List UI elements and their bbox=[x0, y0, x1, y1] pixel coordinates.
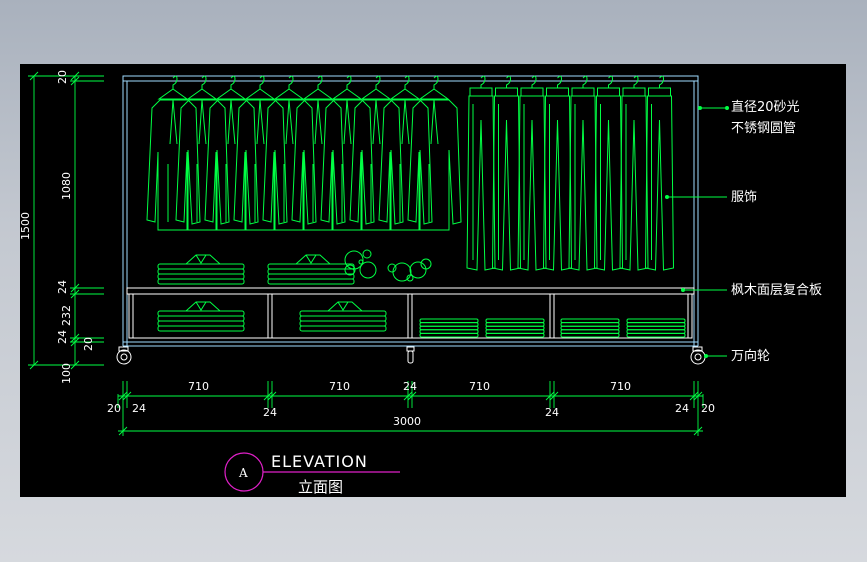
trousers-item bbox=[491, 75, 522, 271]
jacket bbox=[407, 75, 462, 231]
maple-board-cabinet bbox=[126, 287, 695, 339]
dim-bottom-20: 20 bbox=[82, 337, 95, 351]
horizontal-dimensions bbox=[117, 381, 704, 436]
folded-shirt-stack bbox=[157, 254, 245, 285]
hanging-jackets bbox=[146, 75, 462, 231]
dim-right-20: 20 bbox=[701, 402, 715, 415]
dim-bay-2: 710 bbox=[329, 380, 350, 393]
dim-div-24-1: 24 bbox=[263, 406, 277, 419]
note-maple-board: 枫木面层复合板 bbox=[731, 283, 822, 298]
folded-stack bbox=[485, 318, 545, 338]
dim-left-24: 24 bbox=[132, 402, 146, 415]
title-elevation: ELEVATION bbox=[271, 452, 368, 471]
dim-mid-24: 24 bbox=[403, 380, 417, 393]
note-clothing: 服饰 bbox=[731, 190, 757, 205]
note-castor: 万向轮 bbox=[731, 348, 770, 364]
rack-frame bbox=[122, 75, 699, 347]
drawing-title: A ELEVATION 立面图 bbox=[224, 452, 400, 496]
dim-bay-1: 710 bbox=[188, 380, 209, 393]
trousers-item bbox=[568, 75, 598, 271]
trousers-item bbox=[517, 75, 547, 271]
trousers-item bbox=[644, 75, 675, 271]
trousers-item bbox=[542, 75, 573, 271]
title-chinese: 立面图 bbox=[298, 478, 343, 496]
trousers-item bbox=[466, 75, 496, 271]
dim-shelf-24: 24 bbox=[56, 280, 69, 294]
castor-left bbox=[116, 346, 132, 365]
dim-hang-1080: 1080 bbox=[60, 172, 73, 200]
folded-shirt-stack bbox=[299, 301, 387, 332]
folded-shirt-stack bbox=[157, 301, 245, 332]
folded-shirt-stack bbox=[267, 254, 355, 285]
dim-bottom-24: 24 bbox=[56, 330, 69, 344]
note-pipe-line-1: 直径20砂光 bbox=[731, 100, 800, 115]
folded-stack bbox=[626, 318, 686, 338]
folded-stack bbox=[560, 318, 620, 338]
note-pipe-line-2: 不锈钢圆管 bbox=[731, 121, 796, 136]
dim-total-1500: 1500 bbox=[20, 212, 32, 240]
jacket bbox=[320, 75, 375, 231]
dim-bay-3: 710 bbox=[469, 380, 490, 393]
cad-drawing-canvas[interactable]: 20 1080 1500 24 232 24 20 100 710 710 bbox=[20, 64, 846, 497]
folded-shirts bbox=[157, 254, 686, 338]
dim-top-20: 20 bbox=[56, 70, 69, 84]
dim-overall-3000: 3000 bbox=[393, 415, 421, 428]
plush-toys bbox=[344, 249, 432, 282]
hanging-trousers bbox=[466, 75, 675, 271]
section-mark-letter: A bbox=[238, 466, 248, 480]
dim-right-24: 24 bbox=[675, 402, 689, 415]
vertical-dimensions bbox=[28, 71, 104, 370]
dim-castor-100: 100 bbox=[60, 363, 73, 384]
castors bbox=[116, 346, 706, 365]
dim-left-20: 20 bbox=[107, 402, 121, 415]
castor-middle bbox=[406, 346, 415, 364]
folded-stack bbox=[419, 318, 479, 338]
dim-bay-4: 710 bbox=[610, 380, 631, 393]
dim-base-232: 232 bbox=[60, 305, 73, 326]
elevation-drawing: 20 1080 1500 24 232 24 20 100 710 710 bbox=[20, 70, 822, 496]
trousers-item bbox=[619, 75, 649, 271]
dim-div-24-3: 24 bbox=[545, 406, 559, 419]
maple-board-shelf bbox=[126, 287, 695, 295]
leader-lines bbox=[665, 106, 729, 358]
trousers-item bbox=[593, 75, 624, 271]
castor-right bbox=[690, 346, 706, 365]
